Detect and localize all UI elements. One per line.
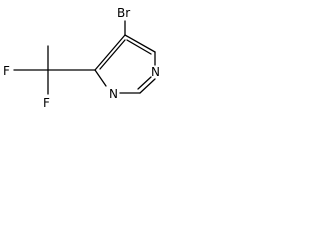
atom-label-bromine: Br	[117, 6, 130, 20]
bond-c5-c6-inner	[126, 39, 152, 55]
atom-label-fluorine-bottom: F	[43, 96, 50, 110]
chemical-structure: Br N N F F	[3, 6, 160, 110]
bond-n3-c4	[94, 69, 107, 87]
bond-c4-c5-inner	[99, 39, 126, 70]
bond-c5-c6	[124, 34, 156, 53]
bond-n1-c2	[139, 78, 156, 94]
bond-c4-c5	[94, 34, 126, 71]
bond-n1-c2-inner	[137, 76, 152, 90]
atom-label-nitrogen-top: N	[151, 65, 160, 79]
atom-label-nitrogen-bottom: N	[109, 87, 118, 101]
atom-label-fluorine-left: F	[3, 64, 10, 78]
